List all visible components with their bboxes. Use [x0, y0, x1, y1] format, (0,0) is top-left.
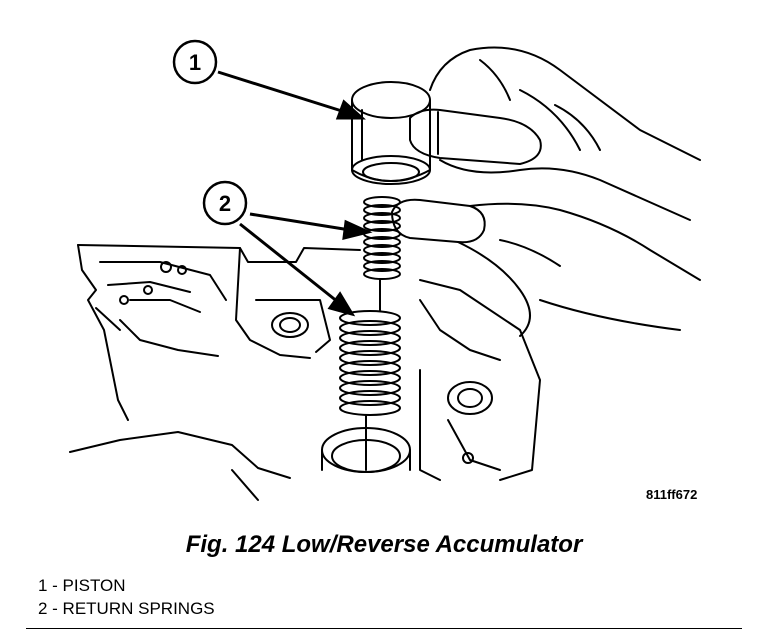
accumulator-illustration: 1 2 [69, 39, 701, 501]
legend-item-return-springs: 2 - RETURN SPRINGS [38, 599, 215, 618]
figure-code: 811ff672 [646, 487, 698, 502]
bottom-divider [26, 628, 742, 629]
callout-arrows [217, 70, 373, 317]
lower-hand [391, 198, 701, 337]
figure-caption: Fig. 124 Low/Reverse Accumulator [185, 531, 583, 558]
callout-2: 2 [202, 180, 248, 226]
legend-item-piston: 1 - PISTON [38, 576, 126, 595]
upper-hand [409, 46, 701, 221]
valve-body [69, 244, 541, 501]
lower-return-spring [339, 310, 401, 471]
callout-1-label: 1 [189, 50, 201, 75]
callout-1: 1 [172, 39, 218, 85]
upper-return-spring [363, 196, 401, 311]
piston [351, 81, 431, 185]
callout-2-label: 2 [219, 191, 231, 216]
